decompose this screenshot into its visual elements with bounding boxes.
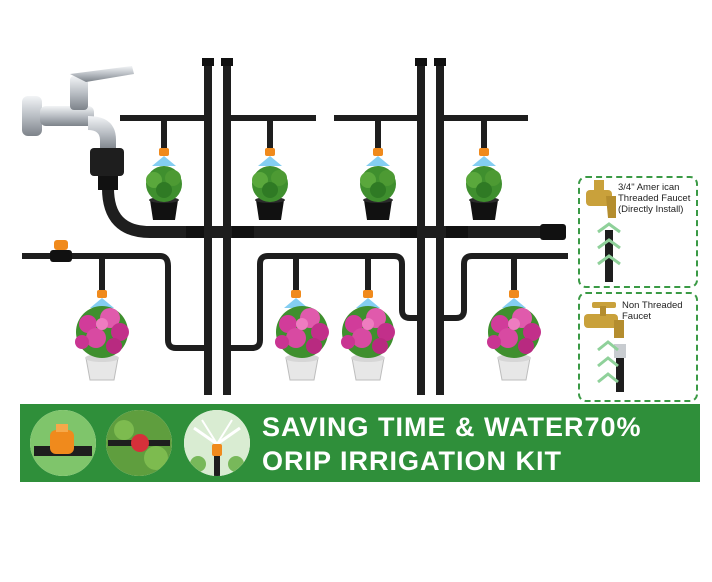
- flower-pot-icon: [340, 305, 396, 381]
- upper-lateral-pipes: [120, 115, 528, 140]
- non-threaded-faucet-label: Non Threaded Faucet: [622, 300, 683, 322]
- sprinkler-thumbnail: [184, 410, 250, 476]
- banner-title-line1: SAVING TIME & WATER70%: [262, 412, 642, 442]
- flower-pot-icon: [486, 305, 542, 381]
- emitter-thumbnail: [106, 410, 172, 476]
- threaded-faucet-label: 3/4" Amer ican Threaded Faucet (Directly…: [618, 182, 691, 215]
- upper-plants: [146, 138, 502, 220]
- faucet-icon: [22, 66, 134, 190]
- potted-plant-icon: [146, 166, 182, 220]
- flow-valve-icon: [50, 240, 72, 262]
- flower-pot-icon: [74, 305, 130, 381]
- lower-lateral-pipes: [22, 253, 568, 351]
- potted-plant-icon: [252, 166, 288, 220]
- lower-flowers: [74, 280, 542, 381]
- non-threaded-faucet-panel: [578, 292, 698, 402]
- flower-pot-icon: [274, 305, 330, 381]
- valve-thumbnail: [30, 410, 96, 476]
- potted-plant-icon: [360, 166, 396, 220]
- potted-plant-icon: [466, 166, 502, 220]
- main-supply-pipe: [102, 182, 566, 240]
- banner-title-line2: ORIP IRRIGATION KIT: [262, 446, 563, 476]
